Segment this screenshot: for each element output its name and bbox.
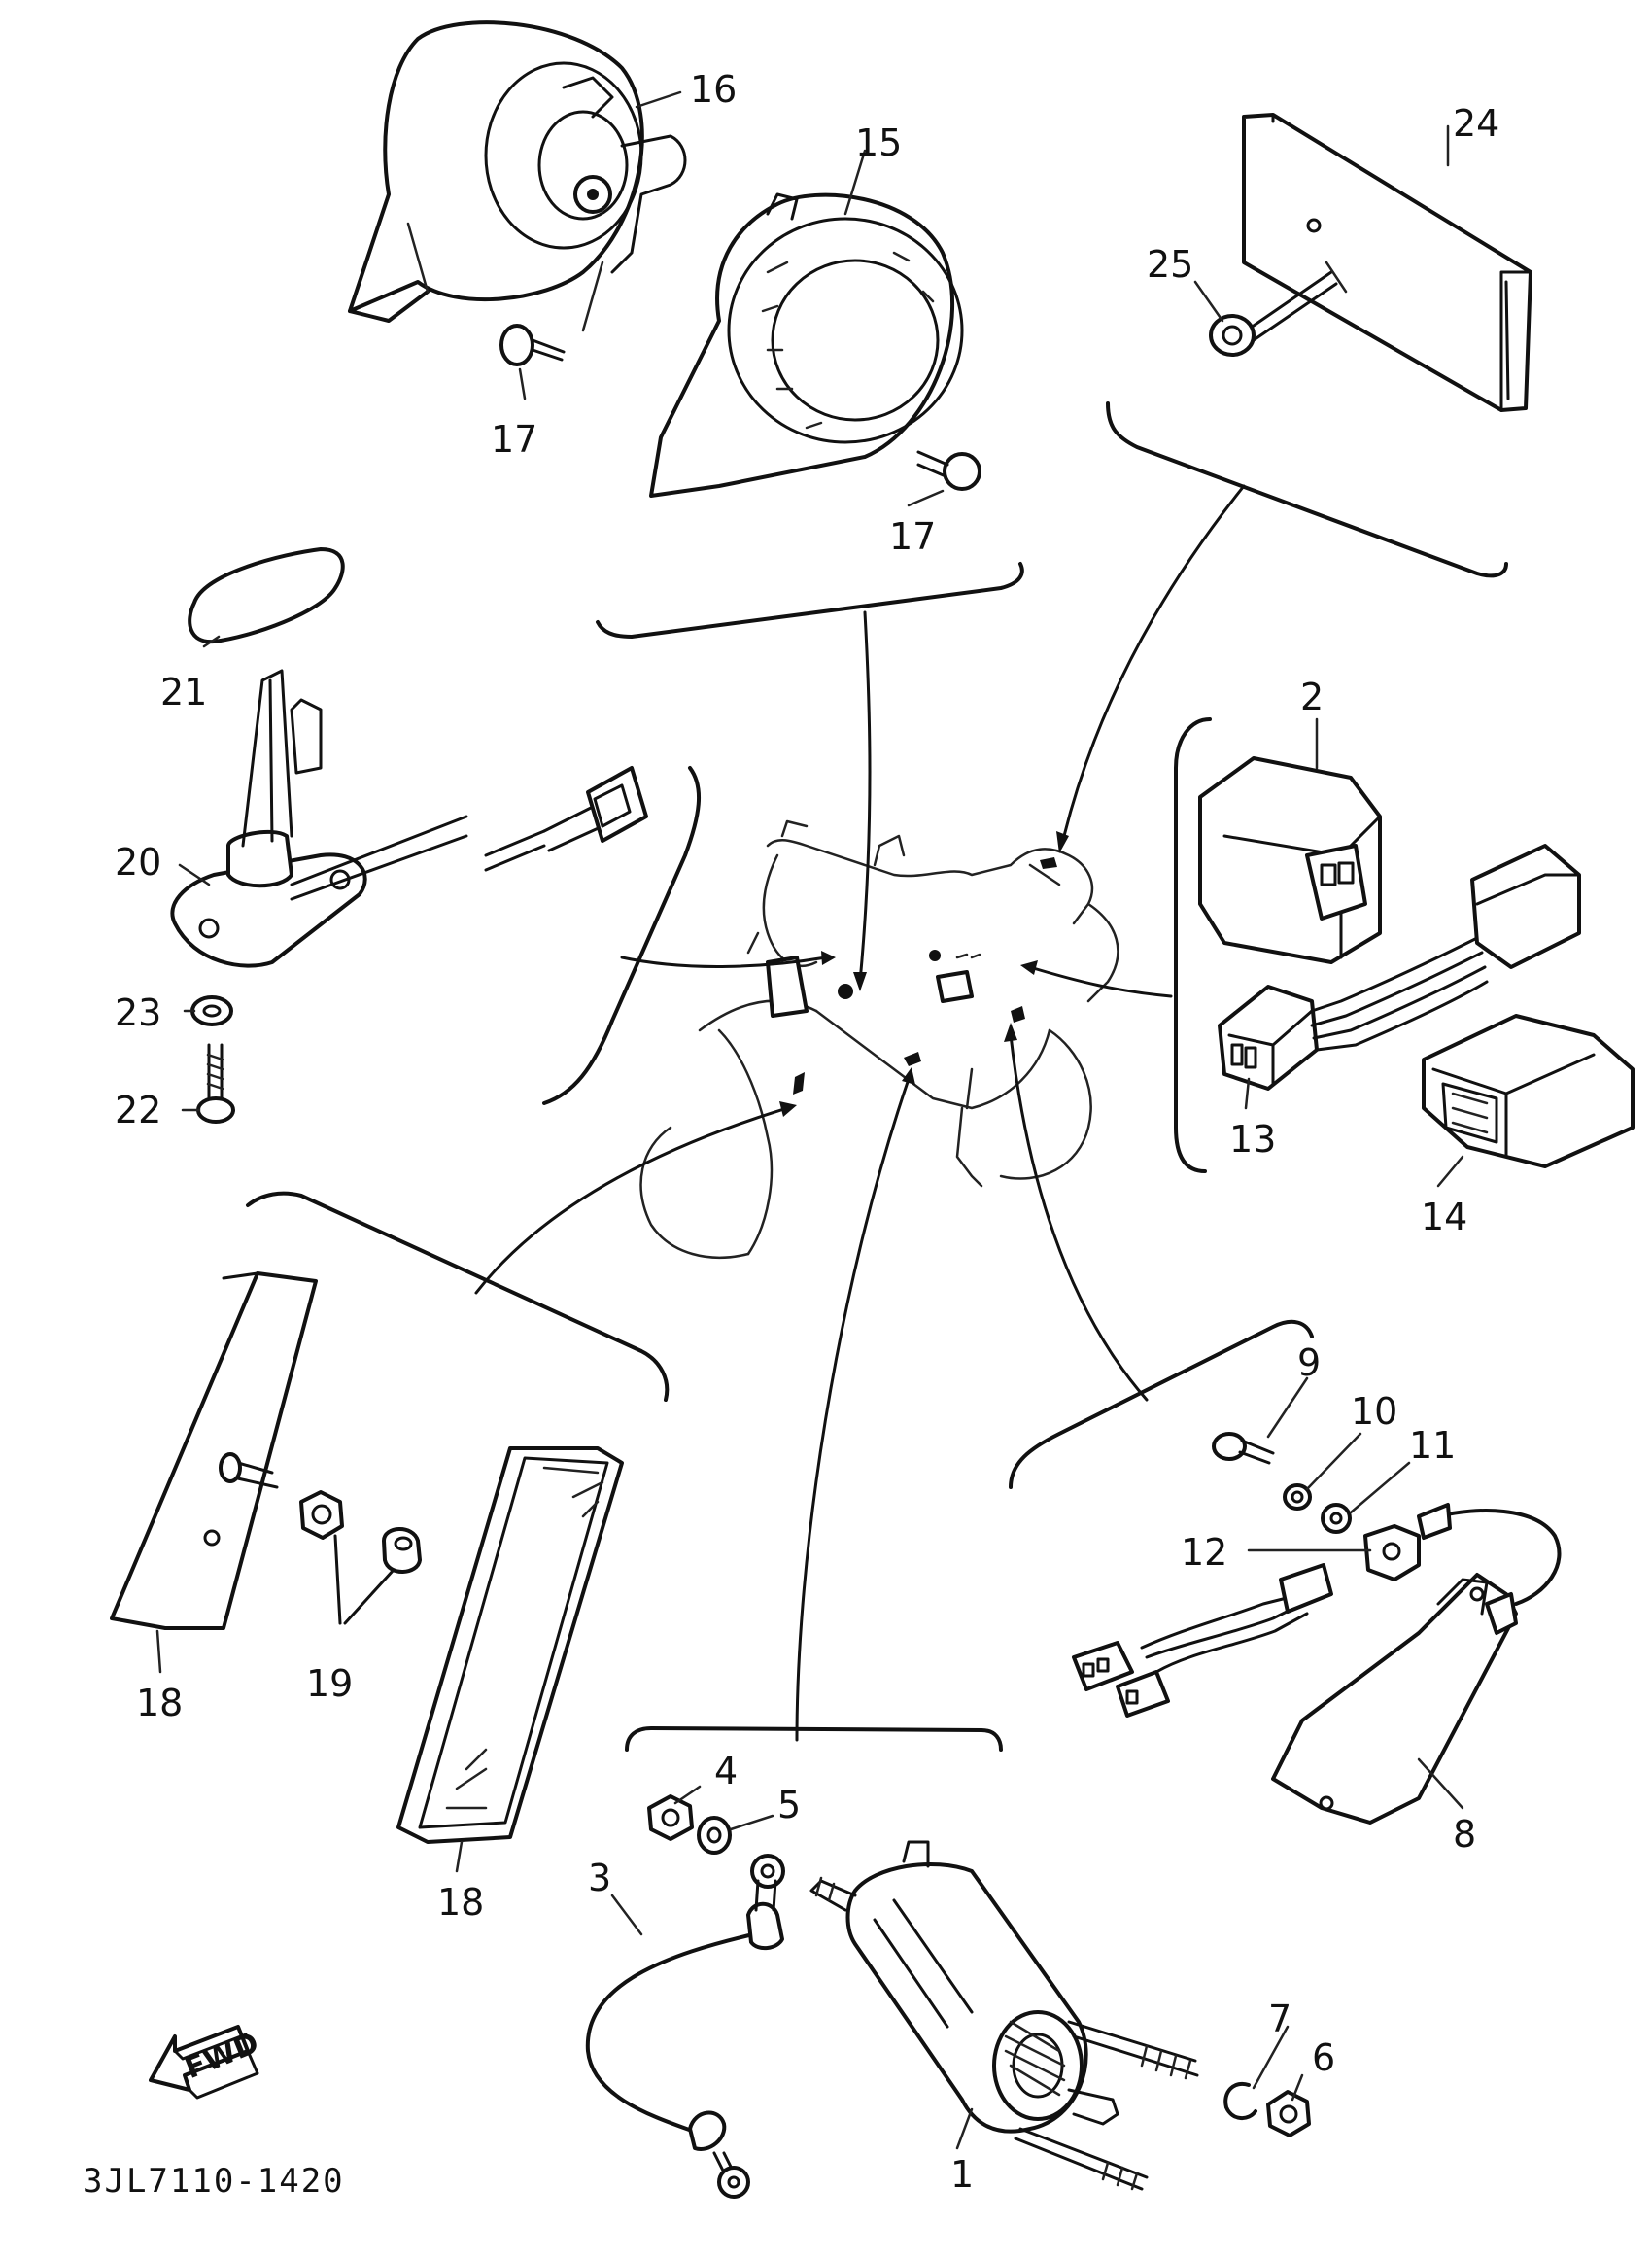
callout-8: 8: [1453, 1813, 1476, 1856]
callout-7: 7: [1268, 1998, 1291, 2040]
callout-14: 14: [1421, 1196, 1467, 1238]
diagram-code: 3JL7110-1420: [83, 2162, 345, 2201]
light-24: [1242, 113, 1532, 412]
nut-4: [647, 1794, 694, 1841]
callout-22: 22: [115, 1089, 161, 1131]
callout-4: 4: [714, 1750, 738, 1792]
callout-5: 5: [777, 1784, 801, 1826]
regulator-harness: [1072, 1503, 1562, 1718]
washer-7: [1223, 2081, 1257, 2120]
callout-1: 1: [950, 2153, 974, 2196]
lead-3: [585, 1854, 785, 2199]
callout-18-right: 18: [437, 1881, 484, 1924]
callout-11: 11: [1409, 1424, 1456, 1467]
bolt-17-right: [916, 450, 981, 491]
leader-arrows: [474, 484, 1246, 1742]
washer-23: [190, 995, 233, 1026]
callout-6: 6: [1312, 2036, 1335, 2079]
connector-13: [1218, 844, 1581, 1091]
callout-10: 10: [1351, 1390, 1397, 1433]
washer-5: [697, 1816, 732, 1855]
callout-12: 12: [1181, 1531, 1227, 1574]
reflector-18-right: [396, 1446, 624, 1844]
license-light-group: [1106, 113, 1532, 578]
bolt-17-left: [499, 324, 566, 366]
callout-2: 2: [1300, 676, 1324, 718]
horn-15: [649, 192, 964, 498]
fuel-sender-group: [170, 547, 702, 1124]
collar-11: [1321, 1503, 1352, 1534]
callouts: 16 15 17 17 24 25 21 20 23 22 2 13 14 9 …: [115, 68, 1499, 2196]
relay-group: [1174, 717, 1635, 1173]
starter-relay-1: [809, 1840, 1199, 2191]
callout-20: 20: [115, 841, 161, 884]
damper-12: [1363, 1524, 1421, 1581]
callout-18-left: 18: [136, 1682, 183, 1724]
relay-2: [1198, 756, 1382, 964]
nut-19: [299, 1490, 422, 1625]
callout-17-left: 17: [491, 418, 537, 461]
nut-25: [1209, 261, 1348, 357]
fwd-arrow: FWD: [149, 2025, 263, 2100]
regulator-group: [1009, 1319, 1562, 1825]
reflector-18-left: [110, 1271, 318, 1630]
callout-19: 19: [306, 1662, 353, 1705]
reflector-group: [110, 1191, 670, 1844]
callout-21: 21: [160, 671, 207, 713]
regulator-8: [1271, 1573, 1518, 1825]
callout-9: 9: [1297, 1341, 1321, 1384]
bolt-9: [1212, 1432, 1275, 1465]
sender-20: [170, 669, 648, 968]
callout-3: 3: [588, 1857, 611, 1899]
starter-relay-group: [585, 1726, 1311, 2199]
gasket-21: [188, 547, 345, 644]
washer-10: [1283, 1483, 1312, 1511]
callout-17-right: 17: [889, 515, 936, 558]
callout-16: 16: [690, 68, 737, 111]
horn-group: [348, 20, 1024, 639]
callout-leaders: [155, 90, 1464, 2150]
callout-13: 13: [1229, 1118, 1276, 1161]
callout-23: 23: [115, 991, 161, 1034]
nut-6: [1266, 2090, 1311, 2137]
callout-15: 15: [855, 122, 902, 164]
callout-24: 24: [1453, 102, 1499, 145]
connector-14: [1422, 1014, 1635, 1168]
screw-22: [196, 1043, 235, 1124]
callout-25: 25: [1147, 243, 1193, 286]
horn-16: [348, 20, 687, 332]
motorcycle-outline: [639, 819, 1119, 1259]
